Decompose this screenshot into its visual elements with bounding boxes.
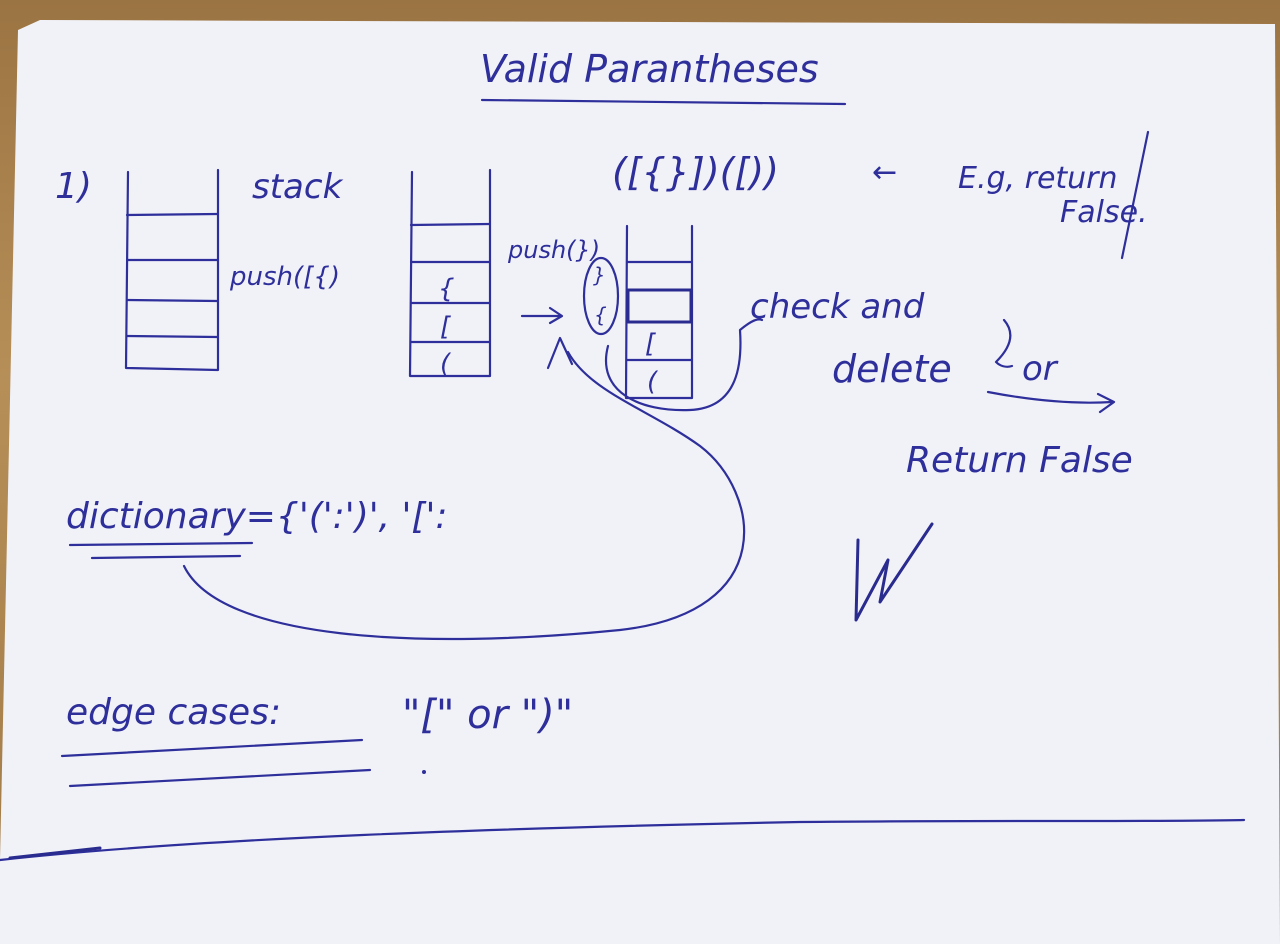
stack-label: stack — [252, 167, 344, 207]
dictionary-text: dictionary={'(':')', '[': — [66, 496, 448, 537]
page-title: Valid Parantheses — [480, 47, 819, 91]
stack3-item-1: [ — [645, 329, 656, 359]
stack2-item-1: { — [438, 274, 455, 304]
dictionary-arrow — [182, 350, 746, 641]
delete-label: delete — [832, 347, 952, 391]
example-note-1: E.g, return — [958, 161, 1118, 196]
edge-cases-value: "[" or ")" — [402, 692, 573, 738]
curly-connector — [994, 318, 1014, 368]
stack3-item-2: ( — [647, 367, 659, 397]
circled-item-1: } — [593, 263, 606, 287]
title-underline — [480, 98, 847, 106]
example-expression: ([{}])([)) — [612, 150, 779, 194]
dictionary-underline — [68, 541, 254, 560]
example-arrow: ← — [872, 155, 897, 190]
push-second-label: push(}) — [507, 236, 600, 264]
step-number: 1) — [55, 166, 92, 207]
edge-cases-label: edge cases: — [66, 692, 281, 733]
check-mark-icon — [854, 522, 934, 622]
empty-stack — [124, 168, 220, 372]
filled-stack — [408, 168, 492, 378]
loop-arrow — [605, 318, 764, 412]
circled-brackets — [582, 256, 620, 336]
return-false-label: Return False — [906, 440, 1133, 481]
arrow-to-return-icon — [986, 390, 1116, 414]
edge-cases-underline — [60, 738, 372, 788]
arrow-right-icon — [520, 306, 564, 325]
stack2-item-3: ( — [440, 349, 452, 379]
bottom-divider — [0, 818, 1246, 862]
arrow-up-icon — [546, 336, 574, 370]
check-label: check and — [750, 287, 925, 327]
push-first-label: push([{) — [229, 262, 340, 292]
stack2-item-2: [ — [440, 312, 451, 342]
circled-item-2: { — [594, 303, 607, 327]
ink-dot — [422, 770, 426, 774]
paper-sheet — [0, 20, 1280, 944]
check-stack — [624, 224, 694, 400]
bottom-stroke — [8, 846, 102, 860]
example-slash — [1120, 130, 1150, 260]
or-label: or — [1022, 349, 1059, 389]
